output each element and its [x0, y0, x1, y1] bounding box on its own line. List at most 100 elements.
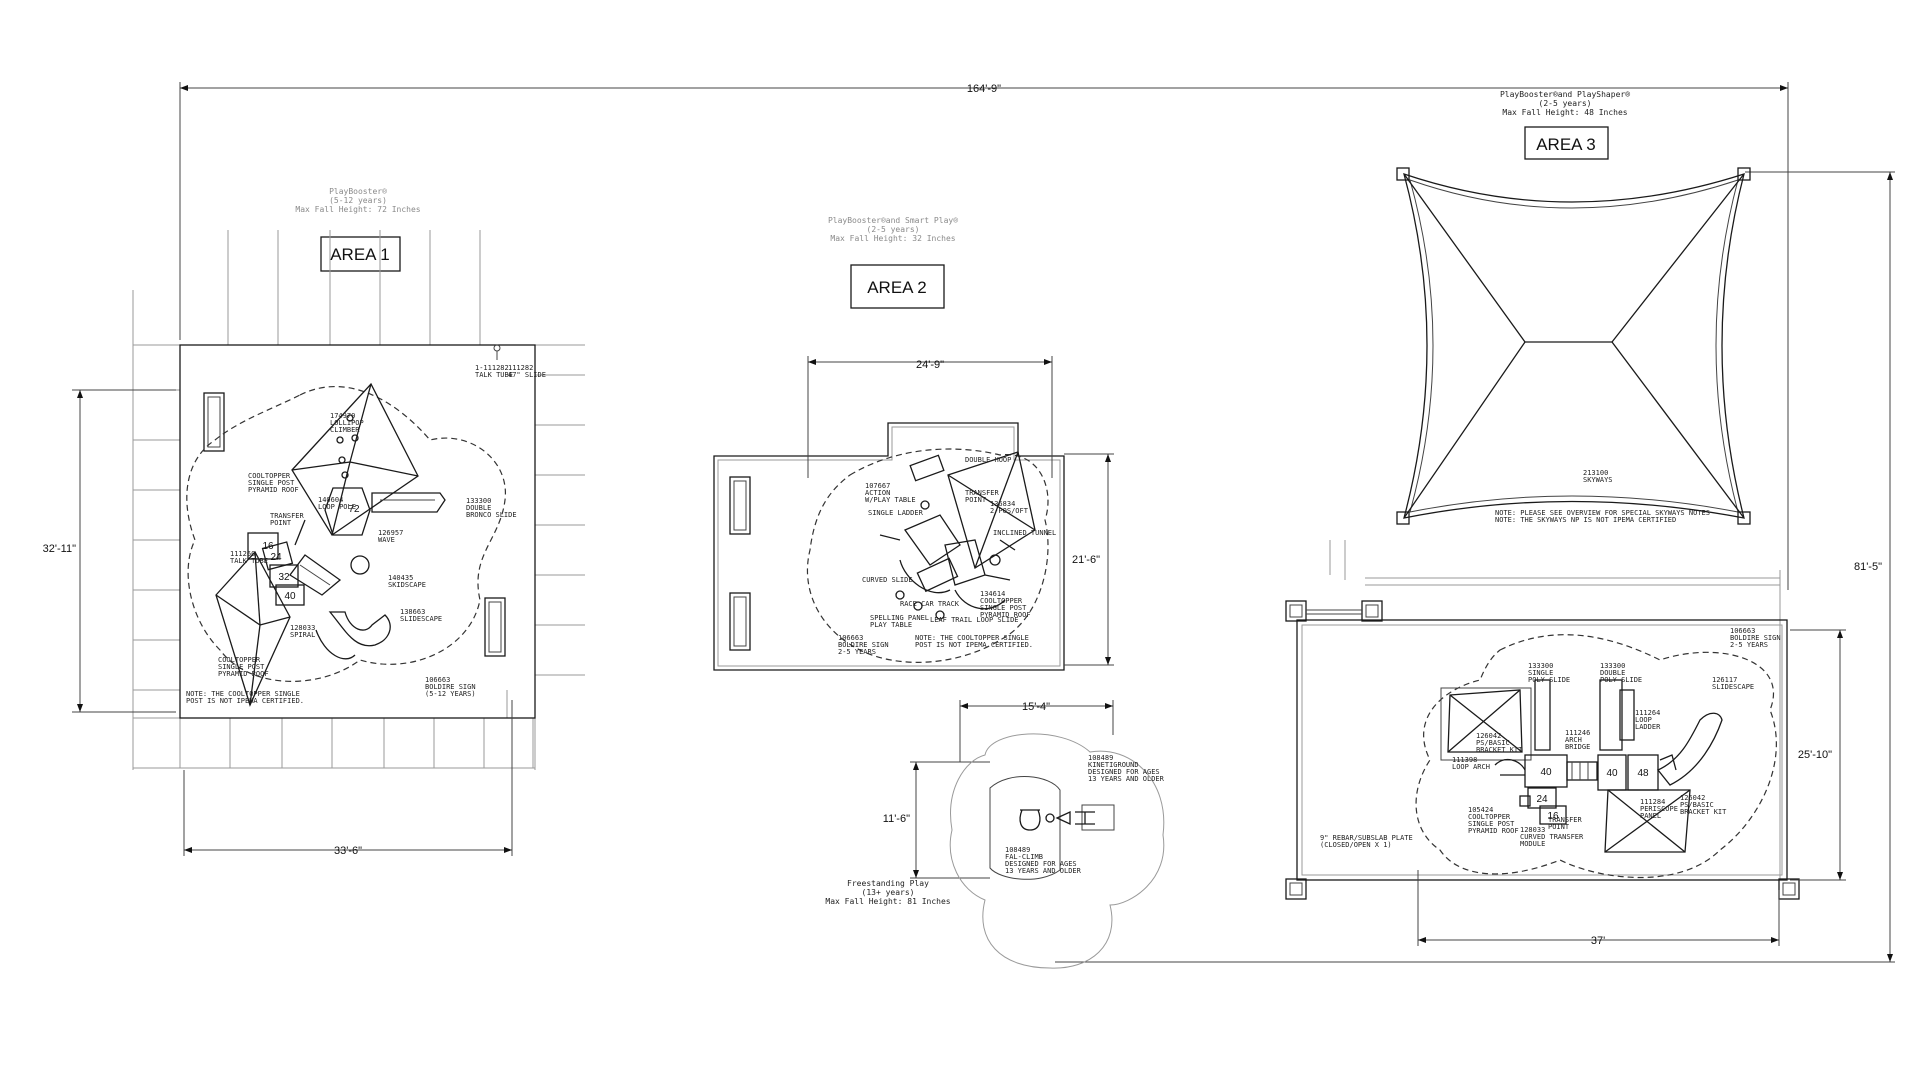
post-footing [1778, 878, 1800, 900]
note: LADDER [1635, 723, 1661, 731]
note: 106663 [838, 634, 863, 642]
note: TRANSFER [1548, 816, 1583, 824]
post-footing [1361, 600, 1383, 622]
note: PS/BASIC [1476, 739, 1510, 747]
area-3: PlayBooster®and PlayShaper® (2-5 years) … [1285, 90, 1846, 947]
note: 2-5 YEARS [838, 648, 876, 656]
note: W/PLAY TABLE [865, 496, 916, 504]
note: 107667 [865, 482, 890, 490]
deck-height: 40 [1540, 767, 1552, 778]
note: 133300 [1600, 662, 1625, 670]
note: CURVED TRANSFER [1520, 833, 1584, 841]
note: PYRAMID ROOF [1468, 827, 1519, 835]
note: BRACKET KIT [1680, 808, 1727, 816]
note: 9" REBAR/SUBSLAB PLATE [1320, 834, 1413, 842]
freestanding-area: 15'-4" 11'-6" 108489 KINETIGROUND DESIGN… [825, 700, 1165, 969]
note: SINGLE [1528, 669, 1553, 677]
note: 13 YEARS AND OLDER [1005, 867, 1082, 875]
note: POINT [270, 519, 292, 527]
note: COOLTOPPER [218, 656, 261, 664]
note: 111284 [1640, 798, 1665, 806]
note: DOUBLE [466, 504, 491, 512]
note: PERISCOPE [1640, 805, 1678, 813]
note: 128033 [1520, 826, 1545, 834]
note: LOLLIPOP [330, 419, 364, 427]
note: CURVED SLIDE [862, 576, 913, 584]
note: LOOP [1635, 716, 1652, 724]
note: NOTE: THE COOLTOPPER SINGLE [186, 690, 300, 698]
note: MODULE [1520, 840, 1545, 848]
post-footing [1285, 600, 1307, 622]
note: 106663 [425, 676, 450, 684]
note: 2-POS/OFT [990, 507, 1029, 515]
freestanding-use-zone [949, 733, 1165, 969]
note: BRIDGE [1565, 743, 1590, 751]
note: SINGLE POST [980, 604, 1027, 612]
note: COOLTOPPER [248, 472, 291, 480]
area3-height-dim: 25'-10" [1798, 749, 1832, 761]
note: 213100 [1583, 469, 1608, 477]
note: PLAY TABLE [870, 621, 912, 629]
note: NOTE: PLEASE SEE OVERVIEW FOR SPECIAL SK… [1495, 509, 1710, 517]
note: TALK TUBE [230, 557, 268, 565]
area1-use-zone [186, 385, 506, 682]
note: (5-12 YEARS) [425, 690, 476, 698]
area3-use-zone [1415, 634, 1777, 879]
deck-height: 32 [278, 572, 290, 583]
note: WAVE [378, 536, 395, 544]
note: TRANSFER [965, 489, 1000, 497]
area3-notes: 106663 BOLDIRE SIGN 2-5 YEARS 133300 SIN… [1320, 627, 1781, 849]
note: 111260 [230, 550, 255, 558]
note: SINGLE LADDER [868, 509, 924, 517]
overall-width-label: 164'-9" [967, 83, 1001, 95]
note: PYRAMID ROOF [248, 486, 299, 494]
note: 133300 [1528, 662, 1553, 670]
note: NOTE: THE SKYWAYS NP IS NOT IPEMA CERTIF… [1495, 516, 1676, 524]
area1-bench [484, 597, 506, 657]
freestanding-product: Freestanding Play [847, 879, 929, 888]
note: FAL-CLIMB [1005, 853, 1043, 861]
note: DESIGNED FOR AGES [1005, 860, 1077, 868]
note: INCLINED TUNNEL [993, 529, 1056, 537]
note: SPIRAL [290, 631, 315, 639]
note: (CLOSED/OPEN X 1) [1320, 841, 1392, 849]
note: 111246 [1565, 729, 1590, 737]
area2-ages: (2-5 years) [867, 225, 920, 234]
area1-pyramid-roof [215, 550, 291, 707]
area2-notes: DOUBLE HOOP 107667 ACTION W/PLAY TABLE S… [838, 456, 1056, 656]
note: 105424 [1468, 806, 1493, 814]
note: BRACKET KIT [1476, 746, 1523, 754]
area2-structure [879, 454, 1016, 620]
note: 126042 [1476, 732, 1501, 740]
area2-label: AREA 2 [867, 278, 927, 297]
note: POINT [965, 496, 987, 504]
freestanding-width-dim: 15'-4" [1022, 701, 1050, 713]
deck-height: 40 [1606, 768, 1618, 779]
note: POLY SLIDE [1600, 676, 1642, 684]
note: BOLDIRE SIGN [425, 683, 476, 691]
note: POST IS NOT IPEMA CERTIFIED. [186, 697, 304, 705]
deck-height: 48 [1637, 768, 1649, 779]
note: 108489 [1005, 846, 1030, 854]
note: SINGLE POST [248, 479, 295, 487]
note: 47" SLIDE [508, 371, 546, 379]
note: LOOP ARCH [1452, 763, 1490, 771]
note: 1-111282 [475, 364, 509, 372]
note: SKIDSCAPE [388, 581, 426, 589]
area1-label: AREA 1 [330, 245, 390, 264]
note: 2-5 YEARS [1730, 641, 1768, 649]
area2-pyramid-roof [947, 451, 1036, 570]
note: PS/BASIC [1680, 801, 1714, 809]
note: POINT [1548, 823, 1570, 831]
note: 138663 [400, 608, 425, 616]
area1-width-dim: 33'-6" [334, 845, 362, 857]
note: 174970 [330, 412, 355, 420]
area2-bench [729, 476, 751, 535]
note: ACTION [865, 489, 890, 497]
note: BOLDIRE SIGN [1730, 634, 1781, 642]
note: POLY SLIDE [1528, 676, 1570, 684]
note: 126042 [1680, 794, 1705, 802]
note: 128033 [290, 624, 315, 632]
area1-label-box [320, 236, 401, 272]
area1-notes: 1-111282 TALK TUBE 111282 47" SLIDE 1749… [186, 364, 546, 705]
